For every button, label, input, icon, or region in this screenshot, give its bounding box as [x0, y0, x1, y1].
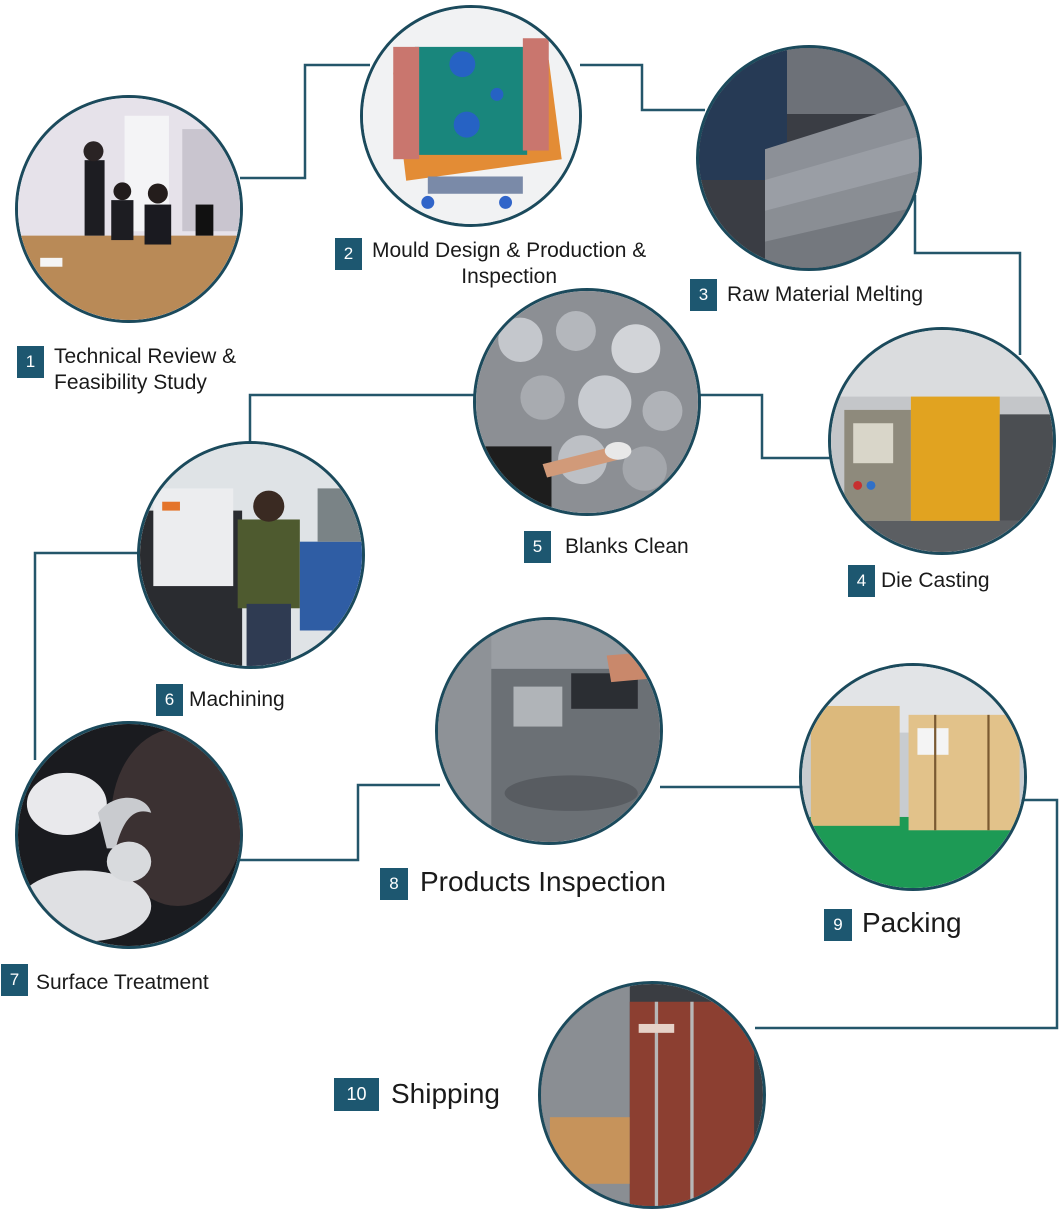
step-number-badge: 1	[17, 346, 44, 378]
step-number-badge: 7	[1, 964, 28, 996]
step-label: Shipping	[391, 1078, 500, 1109]
step-number-badge: 4	[848, 565, 875, 597]
step-label: Machining	[189, 688, 285, 711]
photo-technical-review	[15, 95, 243, 323]
step-4: 4 Die Casting	[848, 565, 990, 597]
step-6: 6 Machining	[156, 684, 285, 716]
step-number-badge: 9	[824, 909, 852, 941]
step-10: 10 Shipping	[334, 1076, 500, 1111]
photo-blanks-clean	[473, 288, 701, 516]
step-label: Raw Material Melting	[727, 283, 924, 306]
connector-5-6	[248, 393, 475, 442]
step-number-badge: 6	[156, 684, 183, 716]
step-7: 7 Surface Treatment	[1, 964, 209, 996]
step-label-line: Technical Review &	[54, 345, 237, 368]
connector-4-5	[700, 393, 830, 460]
photo-surface-treatment	[15, 721, 243, 949]
step-label-line: Inspection	[461, 265, 558, 289]
step-label: Die Casting	[881, 569, 990, 592]
step-label: Technical Review & Feasibility Study	[54, 344, 236, 397]
connector-9-10	[755, 798, 1059, 1030]
step-8: 8 Products Inspection	[380, 864, 666, 900]
step-number-badge: 8	[380, 868, 408, 900]
connector-2-3	[580, 63, 705, 112]
photo-die-casting	[828, 327, 1056, 555]
photo-raw-material	[696, 45, 922, 271]
step-label: Mould Design & Production & Inspection	[372, 238, 646, 291]
step-label: Blanks Clean	[565, 535, 689, 558]
step-label: Packing	[862, 907, 962, 938]
connector-7-8	[240, 783, 440, 862]
step-label: Surface Treatment	[36, 971, 209, 994]
step-label: Products Inspection	[420, 866, 666, 897]
connector-6-7	[33, 551, 140, 760]
connector-1-2	[240, 63, 370, 180]
step-number-badge: 3	[690, 279, 717, 311]
connector-3-4	[913, 195, 1022, 355]
photo-shipping	[538, 981, 766, 1209]
step-3: 3 Raw Material Melting	[690, 279, 923, 311]
photo-products-inspection	[435, 617, 663, 845]
photo-machining	[137, 441, 365, 669]
step-label-line: Mould Design & Production &	[372, 239, 647, 262]
step-number-badge: 10	[334, 1078, 379, 1111]
step-9: 9 Packing	[824, 905, 962, 941]
step-number-badge: 5	[524, 531, 551, 563]
step-2: 2 Mould Design & Production & Inspection	[335, 238, 646, 291]
step-label-line: Feasibility Study	[54, 371, 207, 395]
step-5: 5 Blanks Clean	[524, 531, 689, 563]
step-number-badge: 2	[335, 238, 362, 270]
photo-mould-design	[360, 5, 582, 227]
photo-packing	[799, 663, 1027, 891]
step-1: 1 Technical Review & Feasibility Study	[17, 344, 236, 397]
